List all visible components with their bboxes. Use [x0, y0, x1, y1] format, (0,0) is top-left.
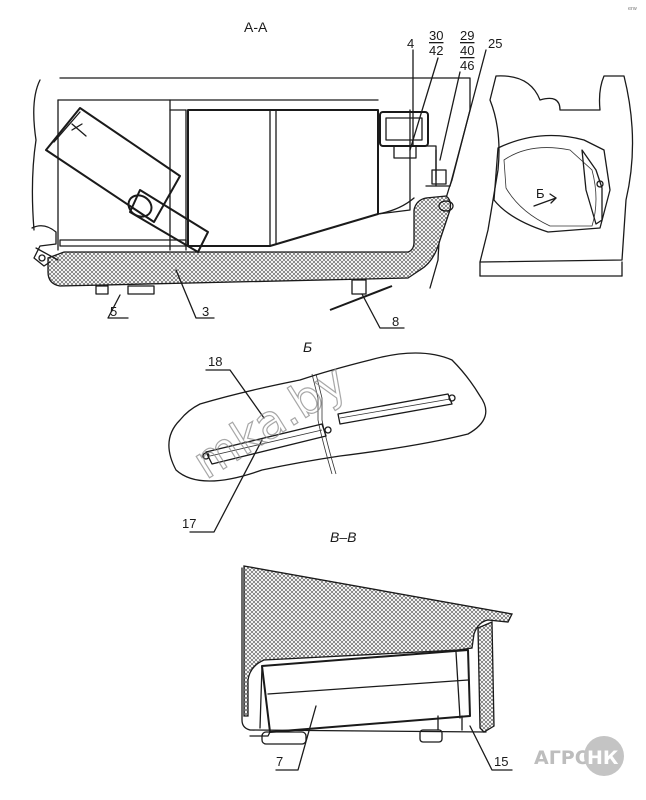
section-vv-title: В–В — [330, 529, 356, 545]
label-42: 42 — [429, 43, 443, 58]
label-5: 5 — [110, 304, 117, 319]
inner-tray — [261, 649, 471, 733]
label-8: 8 — [392, 314, 399, 329]
label-7: 7 — [276, 754, 283, 769]
logo-circle — [584, 736, 624, 776]
agronk-logo: АГРО НК — [534, 736, 624, 776]
inset-arrow-label: Б — [536, 186, 545, 201]
detail-b-outline — [168, 352, 487, 482]
section-aa: А-А — [31, 19, 502, 329]
label-40: 40 — [460, 43, 474, 58]
logo-text-left: АГРО — [534, 747, 591, 769]
top-skin — [243, 565, 513, 717]
label-25: 25 — [488, 36, 502, 51]
label-3: 3 — [202, 304, 209, 319]
detail-b: Б 18 17 mka.by — [168, 339, 487, 533]
inset-view: Б — [479, 75, 634, 277]
label-29: 29 — [460, 28, 474, 43]
label-17: 17 — [182, 516, 196, 531]
tilted-box — [45, 107, 181, 223]
label-30: 30 — [429, 28, 443, 43]
section-aa-title: А-А — [244, 19, 268, 35]
floor-pan — [47, 195, 452, 287]
detail-b-title: Б — [303, 339, 312, 355]
label-18: 18 — [208, 354, 222, 369]
logo-text-right: НК — [587, 747, 619, 769]
corner-mark: ᵉʳʷ — [628, 5, 637, 14]
label-15: 15 — [494, 754, 508, 769]
label-46: 46 — [460, 58, 474, 73]
label-4: 4 — [407, 36, 414, 51]
section-vv: В–В 7 15 — [241, 529, 513, 771]
